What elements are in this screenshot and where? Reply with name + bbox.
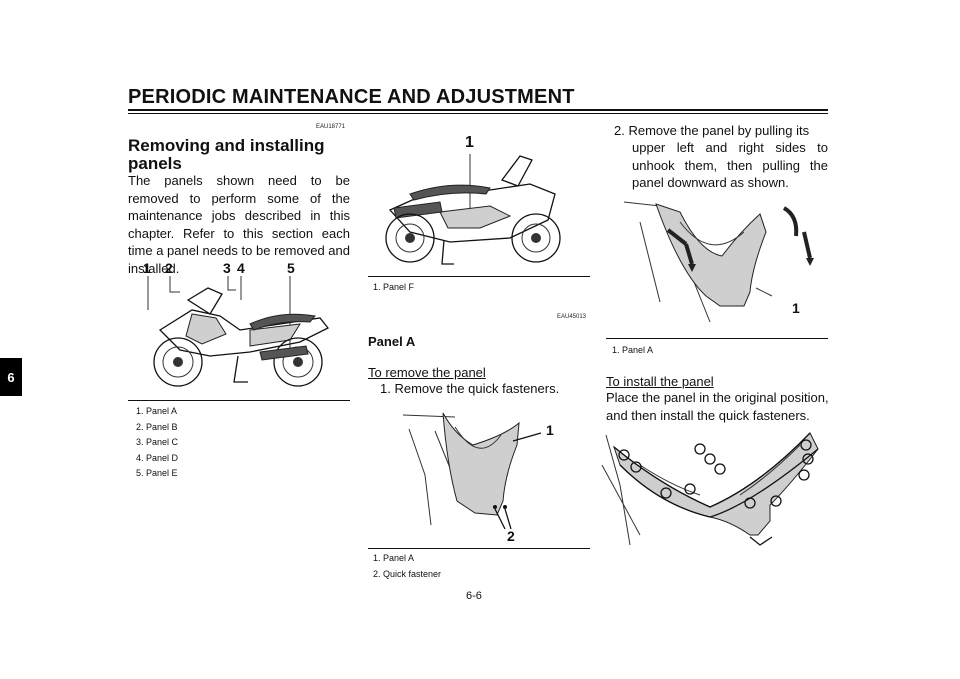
figure1-captions: 1. Panel A 2. Panel B 3. Panel C 4. Pane… [136,404,178,482]
figure3-captions: 1. Panel A 2. Quick fastener [373,551,441,582]
caption-rule [128,400,350,401]
page-header-title: PERIODIC MAINTENANCE AND ADJUSTMENT [128,86,575,108]
header-rule-thick [128,109,828,111]
intro-paragraph: The panels shown need to be removed to p… [128,173,350,276]
install-panel-subheading: To install the panel [606,373,714,391]
figure-number-1: 1 [143,260,151,276]
caption-item: 1. Panel A [373,553,415,563]
install-paragraph: Place the panel in the original position… [606,390,829,423]
panel-a-heading: Panel A [368,334,416,349]
figure4-caption: 1. Panel A [612,345,654,355]
caption-rule [368,548,590,549]
figure-number-5: 5 [287,260,295,276]
caption-item: 4. Panel D [136,452,179,463]
header-rule-thin [128,113,828,114]
scooter-panel-f-illustration [385,154,561,265]
subheading-text: To install the panel [606,374,714,389]
remove-panel-subheading: To remove the panel [368,364,486,382]
caption-item: 5. Panel E [136,468,178,478]
page-number: 6-6 [466,590,482,602]
step-2-line1: 2. Remove the panel by pulling its [614,123,810,138]
figure-number-2: 2 [165,260,173,276]
caption-item: 2. Quick fastener [373,568,442,579]
panel-a-fasteners-illustration [402,412,542,530]
caption-item: 2. Panel B [136,421,178,432]
figure-number-4: 4 [237,260,245,276]
figure-number-2: 2 [507,528,515,544]
step-2-rest: upper left and right sides to unhook the… [632,140,828,190]
section-code: EAU45013 [557,314,587,320]
figure-number-3: 3 [223,260,231,276]
section-heading-line1: Removing and installing [128,136,325,155]
caption-rule [368,276,590,277]
panel-a-install-illustration [601,432,819,546]
caption-item: 1. Panel A [136,406,178,416]
scooter-panels-illustration [147,276,330,387]
section-heading-line2: panels [128,154,182,173]
caption-rule [606,338,828,339]
panel-a-removal-illustration [623,201,814,323]
figure-number-1: 1 [465,134,474,151]
chapter-tab: 6 [0,358,22,396]
figure-number-1: 1 [792,300,800,316]
subheading-text: To remove the panel [368,365,486,380]
figure2-caption: 1. Panel F [373,282,415,292]
section-code: EAU18771 [316,124,346,130]
step-1: 1. Remove the quick fasteners. [380,381,560,396]
caption-item: 3. Panel C [136,437,179,447]
figure-number-1: 1 [546,422,554,438]
